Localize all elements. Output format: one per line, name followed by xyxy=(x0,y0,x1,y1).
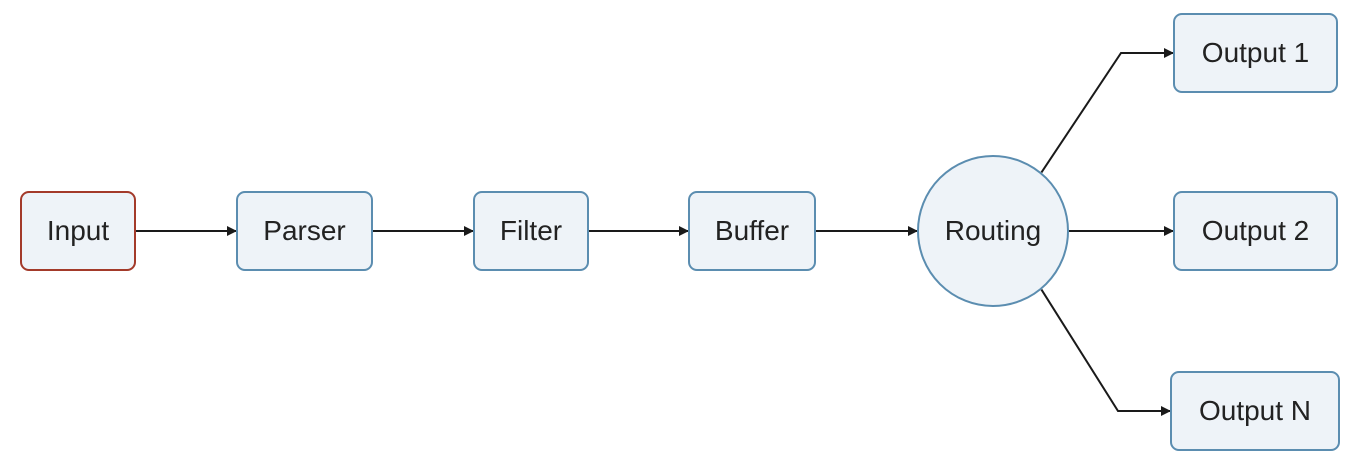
edge-routing-to-outputN xyxy=(1040,289,1171,416)
edge-group xyxy=(136,48,1174,416)
input-label: Input xyxy=(46,215,110,246)
output-n-node[interactable]: Output N xyxy=(1170,371,1340,451)
routing-node[interactable]: Routing xyxy=(917,155,1069,307)
parser-node[interactable]: Parser xyxy=(236,191,373,271)
buffer-label: Buffer xyxy=(714,215,790,246)
input-node[interactable]: Input xyxy=(20,191,136,271)
output-2-node[interactable]: Output 2 xyxy=(1173,191,1338,271)
routing-label: Routing xyxy=(944,215,1042,246)
filter-label: Filter xyxy=(499,215,563,246)
output-1-label: Output 1 xyxy=(1201,37,1310,68)
output-1-node[interactable]: Output 1 xyxy=(1173,13,1338,93)
buffer-node[interactable]: Buffer xyxy=(688,191,816,271)
filter-node[interactable]: Filter xyxy=(473,191,589,271)
output-n-label: Output N xyxy=(1198,395,1312,426)
edge-routing-to-output1 xyxy=(1040,48,1174,173)
parser-label: Parser xyxy=(263,215,346,246)
output-2-label: Output 2 xyxy=(1201,215,1310,246)
